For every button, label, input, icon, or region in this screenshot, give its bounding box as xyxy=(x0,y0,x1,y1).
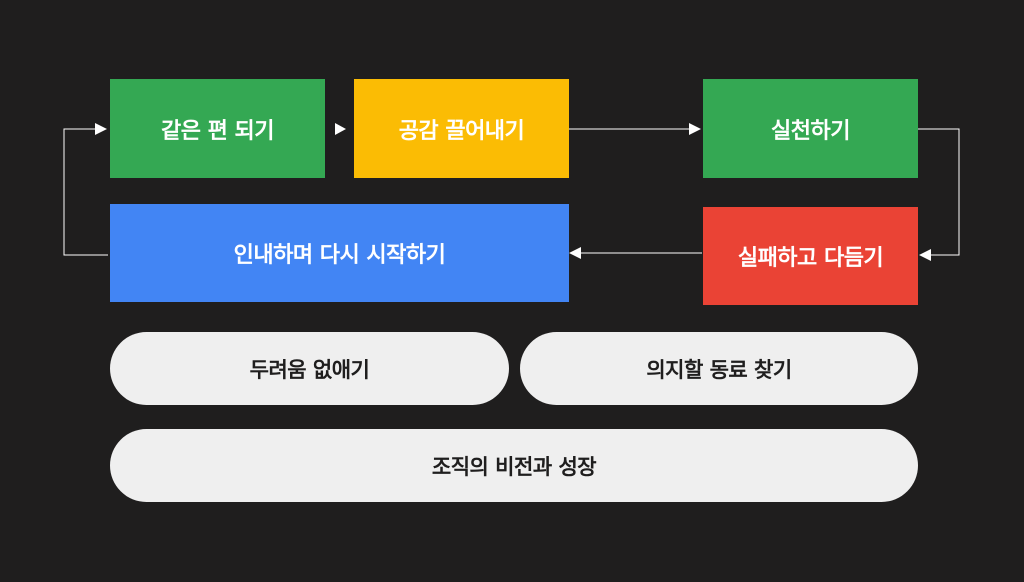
step-patience-restart: 인내하며 다시 시작하기 xyxy=(110,204,569,302)
foundation-find-peers: 의지할 동료 찾기 xyxy=(520,332,918,405)
line-restart-to-same-side xyxy=(63,128,108,256)
arrow-restart-to-same-side xyxy=(95,123,107,135)
arrow-same-side-to-empathy xyxy=(335,123,346,135)
step-practice: 실천하기 xyxy=(703,79,918,178)
step-same-side: 같은 편 되기 xyxy=(110,79,325,178)
arrow-fail-to-restart xyxy=(569,247,581,259)
line-practice-to-fail xyxy=(918,128,960,256)
foundation-vision-growth: 조직의 비전과 성장 xyxy=(110,429,918,502)
step-empathy: 공감 끌어내기 xyxy=(354,79,569,178)
arrow-empathy-to-practice xyxy=(689,123,701,135)
foundation-remove-fear: 두려움 없애기 xyxy=(110,332,509,405)
step-fail-retry: 실패하고 다듬기 xyxy=(703,207,918,305)
arrow-practice-to-fail xyxy=(919,249,931,261)
